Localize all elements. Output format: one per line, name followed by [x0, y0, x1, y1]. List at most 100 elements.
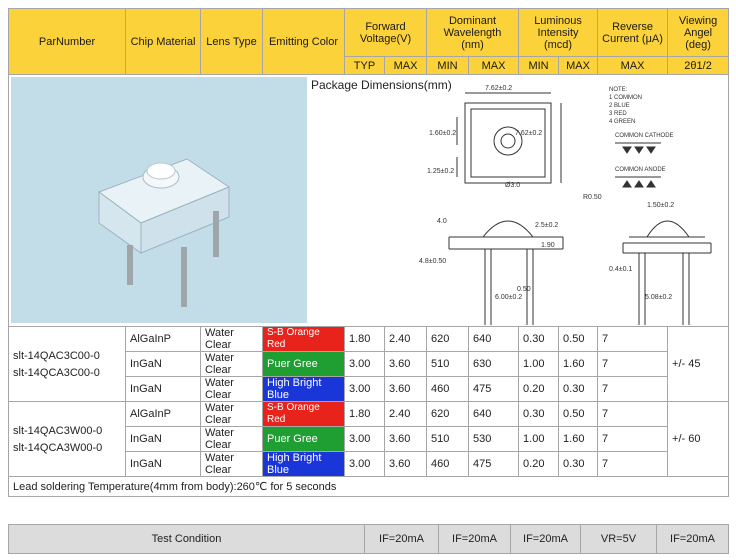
- col-lens-type: Lens Type: [200, 8, 263, 75]
- vf-typ: 1.80: [344, 326, 385, 352]
- dim-front-bottom: 6.00±0.2: [495, 294, 522, 301]
- ir-max: 7: [597, 426, 669, 452]
- lens-type: Water Clear: [200, 351, 263, 377]
- package-row: Package Dimensions(mm): [7, 74, 730, 327]
- sub-angle: 2θ1/2: [667, 56, 730, 75]
- test-condition-table: Test Condition IF=20mA IF=20mA IF=20mA V…: [8, 524, 729, 554]
- chip-material: InGaN: [125, 451, 201, 477]
- iv-min: 1.00: [518, 351, 560, 377]
- iv-max: 1.60: [558, 351, 599, 377]
- dim-front-pitch: 2.5±0.2: [535, 222, 558, 229]
- part-number-cell: slt-14QAC3C00-0 slt-14QCA3C00-0: [8, 326, 126, 402]
- package-cell: Package Dimensions(mm): [7, 74, 730, 327]
- emitting-color: S-B Orange Red: [262, 326, 345, 352]
- iv-max: 0.50: [558, 326, 599, 352]
- vf-max: 2.40: [383, 401, 428, 427]
- dim-front-total: 4.8±0.50: [419, 258, 446, 265]
- vf-typ: 3.00: [344, 426, 385, 452]
- ir-max: 7: [597, 401, 669, 427]
- iv-min: 0.20: [518, 376, 560, 402]
- vf-typ: 3.00: [344, 376, 385, 402]
- iv-max: 0.30: [558, 376, 599, 402]
- vf-typ: 3.00: [344, 451, 385, 477]
- dim-side-lead: 0.4±0.1: [609, 266, 632, 273]
- chip-material: AlGaInP: [125, 326, 201, 352]
- lens-type: Water Clear: [200, 451, 263, 477]
- wl-max: 640: [468, 401, 520, 427]
- sub-iv-max: MAX: [558, 56, 599, 75]
- col-luminous-intensity: Luminous Intensity (mcd): [518, 8, 599, 57]
- note-title: NOTE:: [609, 87, 628, 93]
- part-number: slt-14QCA3W00-0: [13, 441, 103, 454]
- package-drawing: 7.62±0.2 7.62±0.2 1.60±0.2 1.25±0.2 Ø3.0…: [419, 85, 712, 325]
- note-row: Lead soldering Temperature(4mm from body…: [7, 476, 730, 497]
- sub-vf-typ: TYP: [344, 56, 385, 75]
- wl-max: 475: [468, 376, 520, 402]
- ir-max: 7: [597, 351, 669, 377]
- dim-side-width: 1.50±0.2: [647, 202, 674, 209]
- table-row: InGaN Water Clear High Bright Blue 3.00 …: [9, 451, 729, 477]
- vf-max: 3.60: [383, 426, 428, 452]
- note-2: 2 BLUE: [609, 103, 630, 109]
- led-photo-image: [11, 77, 307, 323]
- wl-min: 510: [426, 351, 470, 377]
- iv-min: 1.00: [518, 426, 560, 452]
- soldering-note: Lead soldering Temperature(4mm from body…: [7, 476, 730, 497]
- chip-material: InGaN: [125, 376, 201, 402]
- emitting-color: High Bright Blue: [262, 451, 345, 477]
- iv-max: 1.60: [558, 426, 599, 452]
- emitting-color: Puer Gree: [262, 351, 345, 377]
- chip-material: InGaN: [125, 351, 201, 377]
- emitting-color: High Bright Blue: [262, 376, 345, 402]
- part-number: slt-14QCA3C00-0: [13, 366, 100, 379]
- header-row: ParNumber Chip Material Lens Type Emitti…: [8, 8, 730, 75]
- col-emitting-color: Emitting Color: [262, 8, 345, 75]
- emitting-color: Puer Gree: [262, 426, 345, 452]
- dim-side-radius: R0.50: [583, 194, 602, 201]
- viewing-angle: +/- 45: [667, 326, 730, 402]
- col-viewing-angle: Viewing Angel (deg): [667, 8, 730, 57]
- table-row: InGaN Water Clear Puer Gree 3.00 3.60 51…: [9, 426, 729, 452]
- vf-max: 3.60: [383, 451, 428, 477]
- dim-front-lead: 1.90: [541, 242, 555, 249]
- dim-left-bottom: 1.25±0.2: [427, 168, 454, 175]
- ir-max: 7: [597, 326, 669, 352]
- dim-front-lead-small: 0.50: [517, 286, 531, 293]
- col-chip-material: Chip Material: [125, 8, 201, 75]
- ir-max: 7: [597, 376, 669, 402]
- iv-max: 0.30: [558, 451, 599, 477]
- lens-type: Water Clear: [200, 376, 263, 402]
- iv-min: 0.20: [518, 451, 560, 477]
- test-condition-row: Test Condition IF=20mA IF=20mA IF=20mA V…: [8, 524, 729, 554]
- subheader-row: TYP MAX MIN MAX MIN MAX MAX 2θ1/2: [9, 56, 730, 75]
- test-condition-iv: IF=20mA: [510, 524, 581, 554]
- sub-ir-max: MAX: [597, 56, 669, 75]
- test-condition-label: Test Condition: [8, 524, 365, 554]
- common-anode-label: COMMON ANODE: [615, 167, 666, 173]
- part-number-cell: slt-14QAC3W00-0 slt-14QCA3W00-0: [8, 401, 126, 477]
- col-reverse-current: Reverse Current (μA): [597, 8, 669, 57]
- note-4: 4 GREEN: [609, 119, 635, 125]
- sub-vf-max: MAX: [383, 56, 428, 75]
- chip-material: InGaN: [125, 426, 201, 452]
- dim-side-height: 7.62±0.2: [515, 130, 542, 137]
- wl-min: 620: [426, 326, 470, 352]
- sub-wl-min: MIN: [426, 56, 470, 75]
- lens-type: Water Clear: [200, 326, 263, 352]
- wl-min: 620: [426, 401, 470, 427]
- diode-symbols: [615, 142, 661, 188]
- vf-typ: 3.00: [344, 351, 385, 377]
- sub-iv-min: MIN: [518, 56, 560, 75]
- wl-max: 475: [468, 451, 520, 477]
- wl-max: 640: [468, 326, 520, 352]
- dim-front-height: 4.0: [437, 218, 447, 225]
- vf-max: 3.60: [383, 351, 428, 377]
- lens-type: Water Clear: [200, 426, 263, 452]
- note-1: 1 COMMON: [609, 95, 642, 101]
- led-photo: [11, 77, 307, 323]
- viewing-angle: +/- 60: [667, 401, 730, 477]
- common-cathode-label: COMMON CATHODE: [615, 133, 674, 139]
- table-row: slt-14QAC3C00-0 slt-14QCA3C00-0 AlGaInP …: [8, 326, 730, 402]
- vf-max: 3.60: [383, 376, 428, 402]
- chip-material: AlGaInP: [125, 401, 201, 427]
